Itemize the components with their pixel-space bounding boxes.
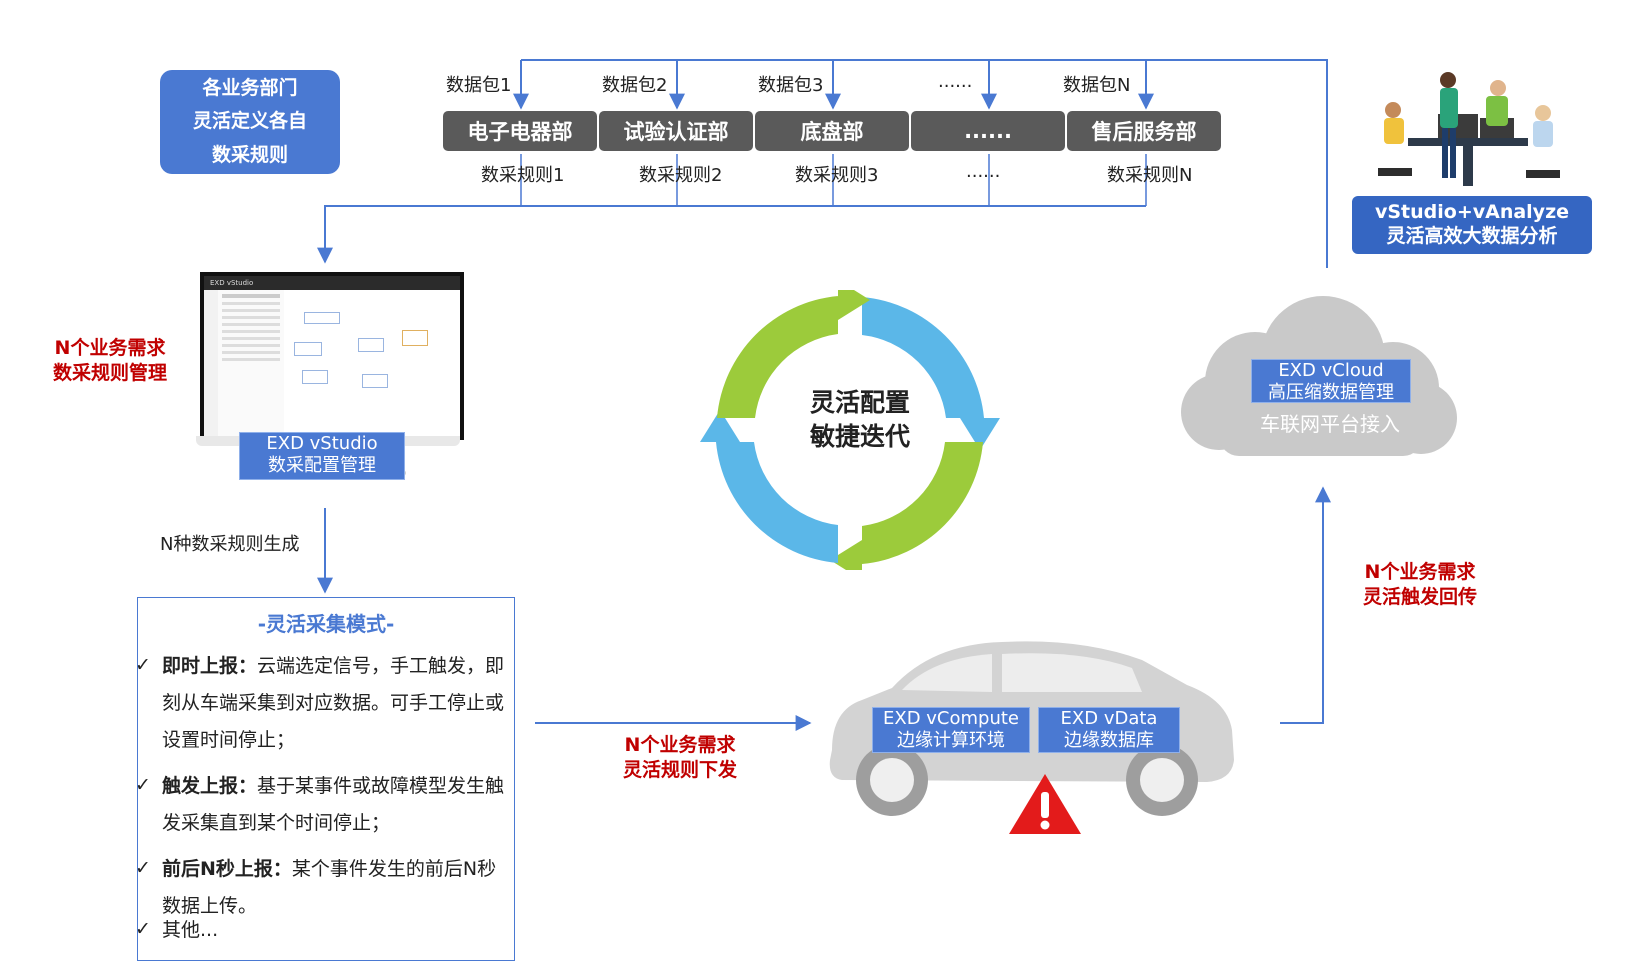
vanalyze-caption-line-2: 灵活高效大数据分析 bbox=[1386, 225, 1558, 247]
checkmark-icon: ✓ bbox=[135, 654, 151, 676]
left-requirement-label: N个业务需求 数采规则管理 bbox=[40, 336, 180, 385]
checkmark-icon: ✓ bbox=[135, 857, 151, 879]
package-label: 数据包3 bbox=[758, 75, 824, 96]
vcloud-label-line-1: EXD vCloud bbox=[1278, 360, 1384, 381]
mode-item-trigger: 触发上报：基于某事件或故障模型发生触发采集直到某个时间停止； bbox=[162, 768, 508, 842]
cycle-arrow-bottom-left bbox=[700, 410, 838, 563]
vanalyze-caption-line-1: vStudio+vAnalyze bbox=[1374, 201, 1570, 224]
vdata-label: EXD vData 边缘数据库 bbox=[1038, 707, 1180, 753]
team-illustration bbox=[1378, 72, 1560, 186]
bottom-requirement-line-2: 灵活规则下发 bbox=[622, 758, 737, 781]
checkmark-icon: ✓ bbox=[135, 918, 151, 940]
vdata-label-line-1: EXD vData bbox=[1060, 708, 1158, 729]
vcompute-label: EXD vCompute 边缘计算环境 bbox=[872, 707, 1030, 753]
collection-modes-box: -灵活采集模式- ✓ 即时上报：云端选定信号，手工触发，即刻从车端采集到对应数据… bbox=[135, 597, 515, 961]
checkmark-icon: ✓ bbox=[135, 774, 151, 796]
left-requirement-line-2: 数采规则管理 bbox=[52, 361, 167, 384]
department-note-box: 各业务部门 灵活定义各自 数采规则 bbox=[160, 70, 340, 174]
mode-item-title: 触发上报： bbox=[162, 775, 258, 797]
department-box: 底盘部 bbox=[755, 111, 909, 151]
collection-modes-title: -灵活采集模式- bbox=[257, 612, 395, 636]
cycle-arrow-top-left bbox=[717, 290, 870, 418]
vstudio-label: EXD vStudio 数采配置管理 bbox=[239, 432, 405, 480]
vstudio-icon-bar bbox=[204, 290, 218, 436]
vcloud-label-line-2: 高压缩数据管理 bbox=[1268, 381, 1394, 403]
cycle-center-line-2: 敏捷迭代 bbox=[809, 421, 910, 451]
dept-note-line-3: 数采规则 bbox=[211, 143, 288, 166]
mode-item-instant: 即时上报：云端选定信号，手工触发，即刻从车端采集到对应数据。可手工停止或设置时间… bbox=[162, 648, 508, 759]
vstudio-window-title: EXD vStudio bbox=[204, 276, 460, 290]
vstudio-label-line-1: EXD vStudio bbox=[266, 433, 378, 454]
vcloud-label: EXD vCloud 高压缩数据管理 bbox=[1251, 359, 1411, 403]
package-label: 数据包1 bbox=[446, 75, 512, 96]
dept-note-line-1: 各业务部门 bbox=[202, 77, 298, 100]
vstudio-tree-panel bbox=[218, 290, 285, 436]
right-requirement-line-2: 灵活触发回传 bbox=[1362, 585, 1477, 608]
mode-item-text: 基于某事件或故障模型发生触发采集直到某个时间停止； bbox=[162, 775, 505, 835]
cycle-arrow-bottom-right bbox=[830, 442, 983, 570]
package-label: 数据包2 bbox=[602, 75, 668, 96]
rule-label: ...... bbox=[966, 161, 1001, 182]
vstudio-label-line-2: 数采配置管理 bbox=[268, 454, 376, 476]
vdata-label-line-2: 边缘数据库 bbox=[1064, 729, 1154, 751]
vcompute-label-line-2: 边缘计算环境 bbox=[897, 729, 1005, 751]
vstudio-canvas bbox=[284, 290, 460, 436]
rule-label: 数采规则3 bbox=[795, 165, 879, 186]
right-requirement-line-1: N个业务需求 bbox=[1364, 561, 1476, 583]
rule-generation-label: N种数采规则生成 bbox=[160, 534, 300, 555]
warning-icon bbox=[1009, 774, 1081, 834]
package-label: ...... bbox=[938, 71, 973, 92]
vcompute-label-line-1: EXD vCompute bbox=[882, 708, 1020, 729]
rule-label: 数采规则N bbox=[1107, 165, 1193, 186]
department-box: 售后服务部 bbox=[1067, 111, 1221, 151]
bottom-requirement-line-1: N个业务需求 bbox=[624, 734, 736, 756]
mode-item-text: 云端选定信号，手工触发，即刻从车端采集到对应数据。可手工停止或设置时间停止； bbox=[162, 655, 505, 752]
vanalyze-caption: vStudio+vAnalyze 灵活高效大数据分析 bbox=[1352, 196, 1592, 254]
mode-item-other: 其他... bbox=[162, 912, 508, 949]
right-requirement-label: N个业务需求 灵活触发回传 bbox=[1340, 560, 1500, 609]
cycle-center-line-1: 灵活配置 bbox=[809, 388, 910, 417]
bottom-requirement-label: N个业务需求 灵活规则下发 bbox=[600, 733, 760, 782]
vstudio-monitor-screen: EXD vStudio bbox=[200, 272, 464, 440]
cycle-center-text: 灵活配置 敏捷迭代 bbox=[760, 386, 960, 454]
department-box: ...... bbox=[911, 111, 1065, 151]
rule-label: 数采规则2 bbox=[639, 165, 723, 186]
mode-item-title: 前后N秒上报： bbox=[162, 858, 292, 880]
department-box: 试验认证部 bbox=[599, 111, 753, 151]
mode-item-title: 即时上报： bbox=[162, 655, 258, 677]
mode-item-text: 其他... bbox=[162, 919, 219, 941]
rule-label: 数采规则1 bbox=[481, 165, 565, 186]
package-label: 数据包N bbox=[1063, 75, 1131, 96]
dept-note-line-2: 灵活定义各自 bbox=[192, 110, 307, 133]
cycle-arrow-top-right bbox=[862, 297, 1000, 450]
mode-item-window: 前后N秒上报：某个事件发生的前后N秒数据上传。 bbox=[162, 851, 508, 925]
left-requirement-line-1: N个业务需求 bbox=[54, 337, 166, 359]
department-box: 电子电器部 bbox=[443, 111, 597, 151]
agile-cycle-diagram bbox=[700, 290, 1000, 570]
cloud-platform-text: 车联网平台接入 bbox=[1260, 412, 1400, 436]
mode-item-text: 某个事件发生的前后N秒数据上传。 bbox=[162, 858, 497, 918]
